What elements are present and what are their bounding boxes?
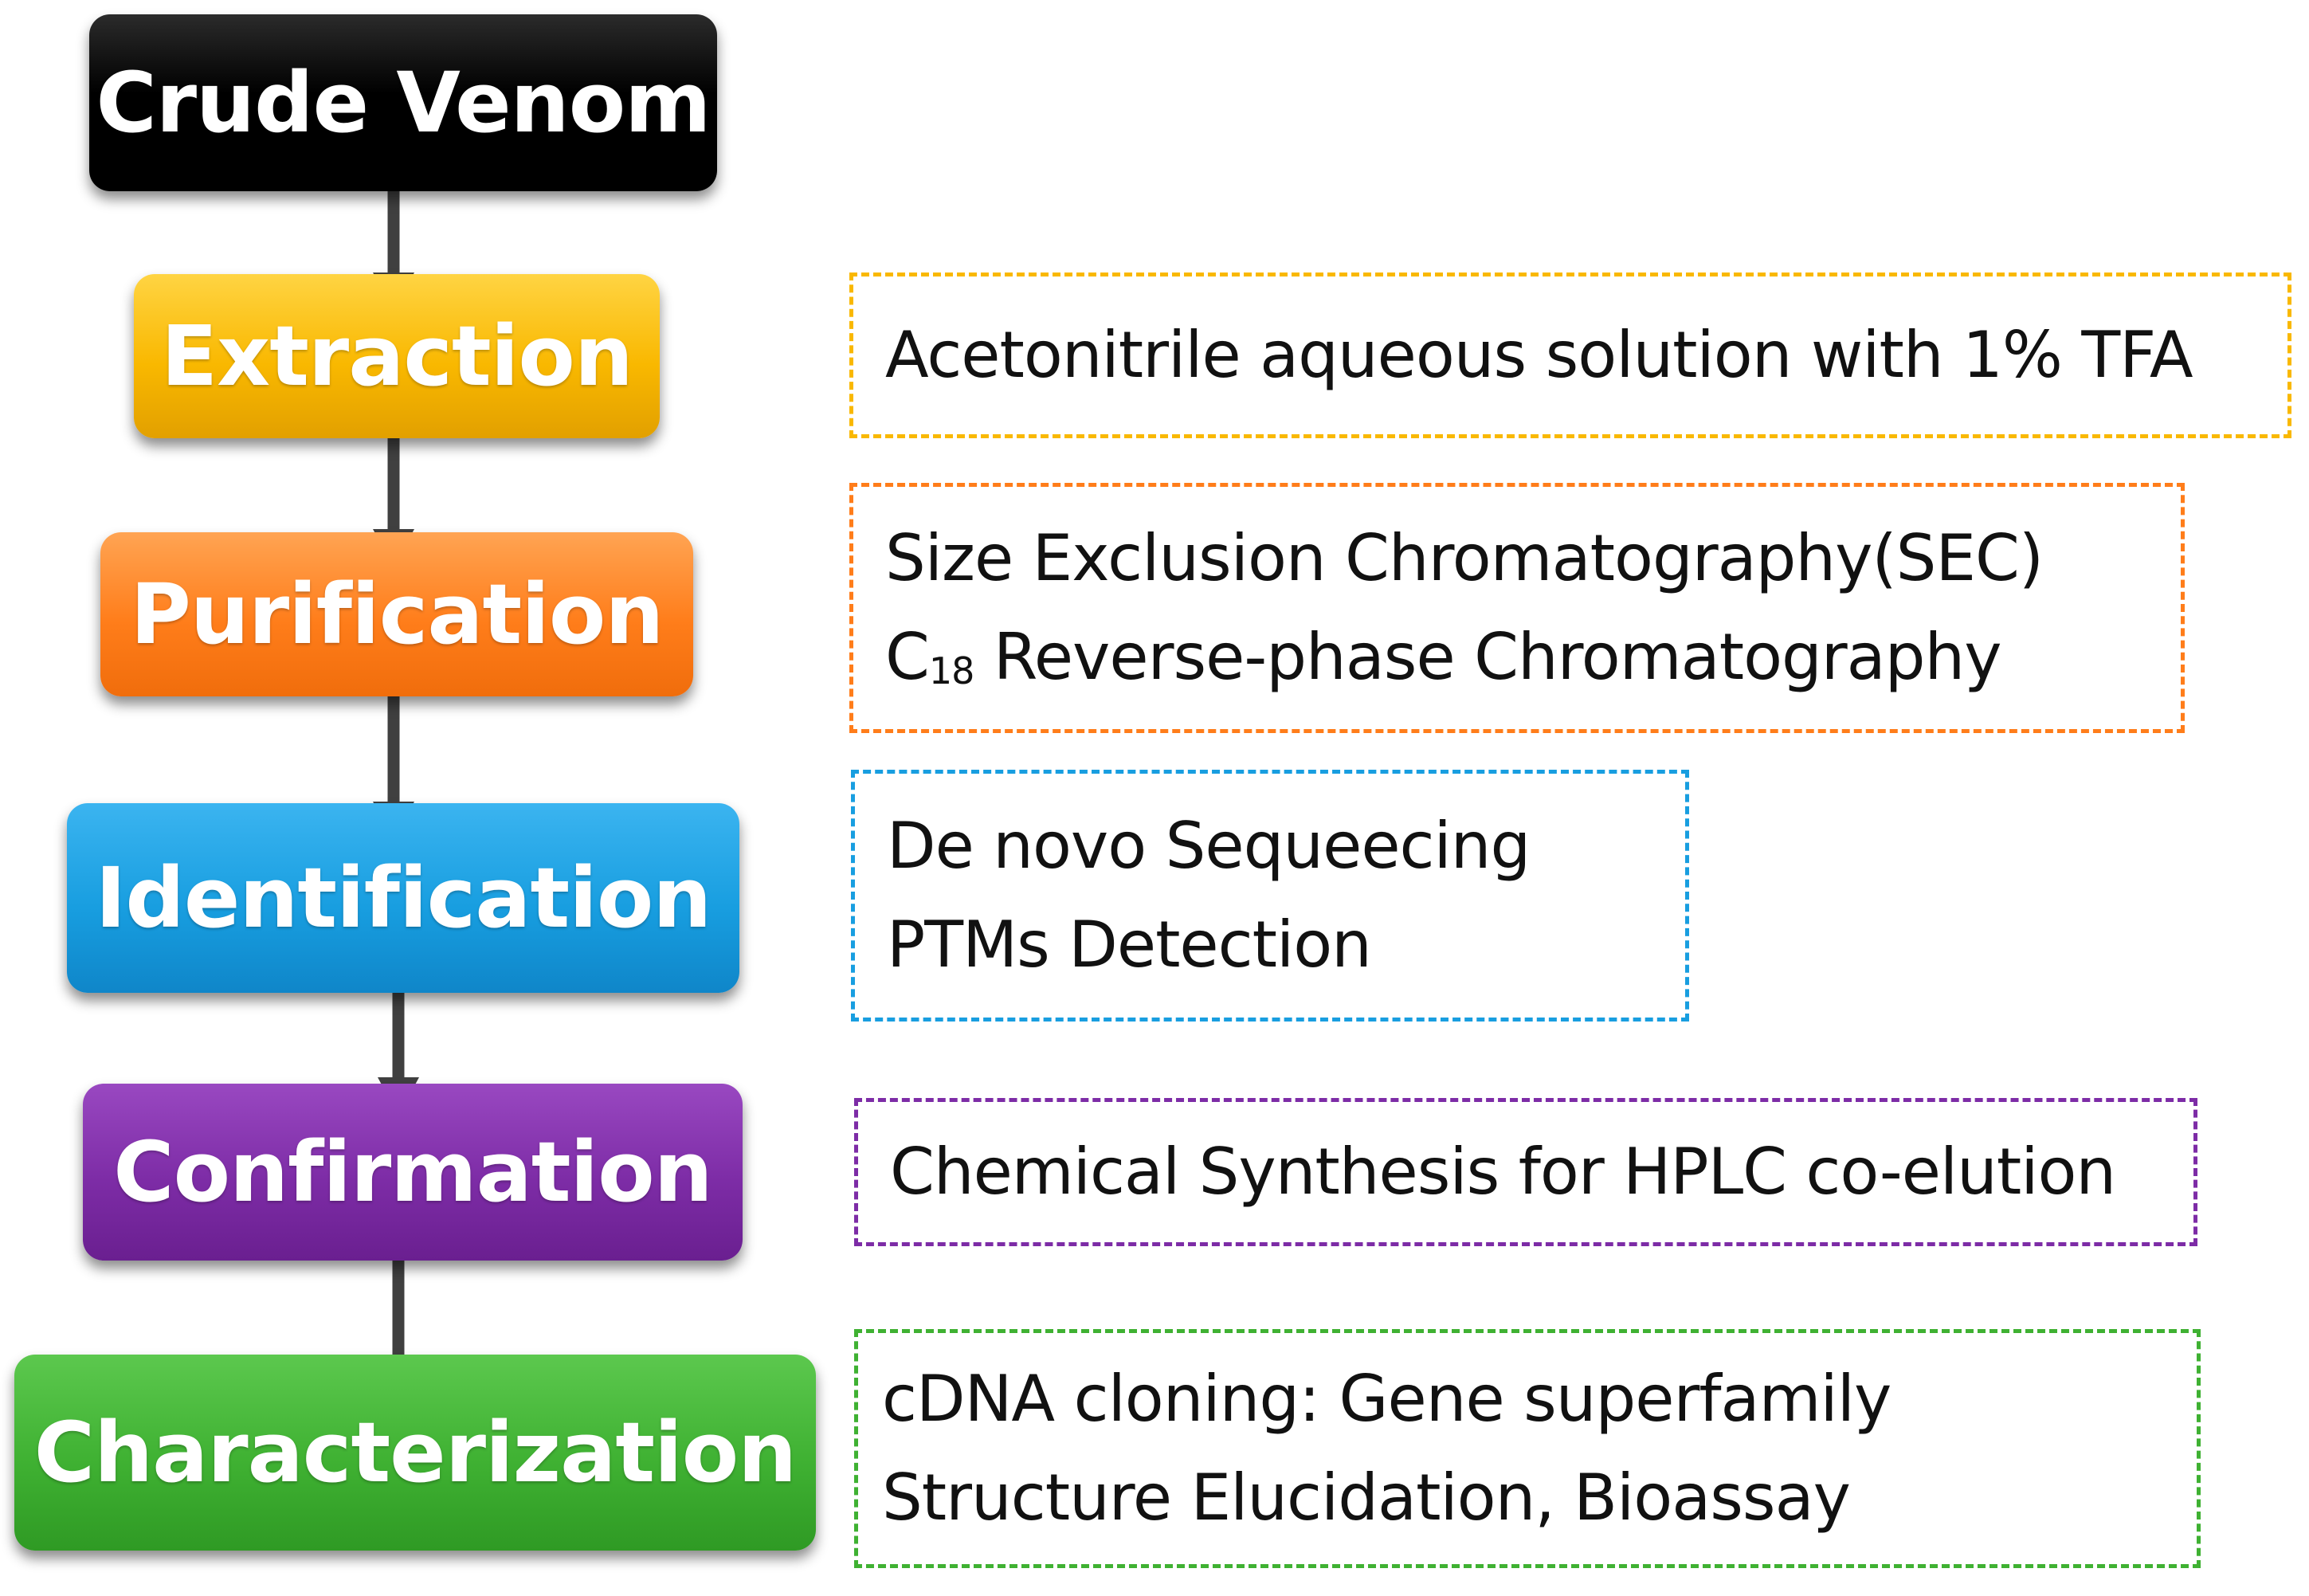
note-extraction: Acetonitrile aqueous solution with 1% TF… (849, 273, 2291, 438)
note-confirmation-line: Chemical Synthesis for HPLC co-elution (890, 1135, 2116, 1209)
note-characterization-line-2: Structure Elucidation, Bioassay (882, 1461, 1851, 1535)
note-identification: De novo Sequeecing PTMs Detection (851, 770, 1689, 1022)
arrow-shaft-4 (392, 990, 405, 1077)
step-characterization-label: Characterization (33, 1404, 797, 1501)
note-identification-line-1: De novo Sequeecing (887, 809, 1531, 883)
note-confirmation: Chemical Synthesis for HPLC co-elution (854, 1098, 2197, 1246)
step-identification: Identification (67, 803, 739, 993)
step-confirmation: Confirmation (83, 1084, 743, 1261)
step-confirmation-label: Confirmation (113, 1123, 712, 1221)
note-identification-line-2: PTMs Detection (887, 908, 1372, 982)
note-purification-line-c18: C18 Reverse-phase Chromatography (885, 608, 2149, 707)
note-purification-line-sec: Size Exclusion Chromatography(SEC) (885, 521, 2044, 595)
note-extraction-line: Acetonitrile aqueous solution with 1% TF… (885, 318, 2193, 392)
step-crude-venom-label: Crude Venom (96, 54, 711, 151)
arrow-shaft-2 (387, 435, 400, 529)
step-purification: Purification (100, 532, 693, 696)
step-crude-venom: Crude Venom (89, 14, 717, 191)
note-characterization: cDNA cloning: Gene superfamily Structure… (854, 1329, 2201, 1568)
c18-rest: Reverse-phase Chromatography (974, 620, 2002, 694)
step-purification-label: Purification (130, 566, 664, 663)
c18-subscript: 18 (928, 649, 975, 692)
c18-prefix: C (885, 620, 930, 694)
arrow-shaft-1 (387, 188, 400, 273)
arrow-shaft-3 (387, 693, 400, 802)
step-extraction: Extraction (134, 274, 660, 438)
step-identification-label: Identification (95, 849, 712, 947)
note-purification: Size Exclusion Chromatography(SEC) C18 R… (849, 483, 2185, 733)
step-extraction-label: Extraction (161, 308, 633, 405)
step-characterization: Characterization (14, 1355, 816, 1551)
note-characterization-line-1: cDNA cloning: Gene superfamily (882, 1362, 1891, 1436)
arrow-shaft-5 (392, 1257, 405, 1364)
